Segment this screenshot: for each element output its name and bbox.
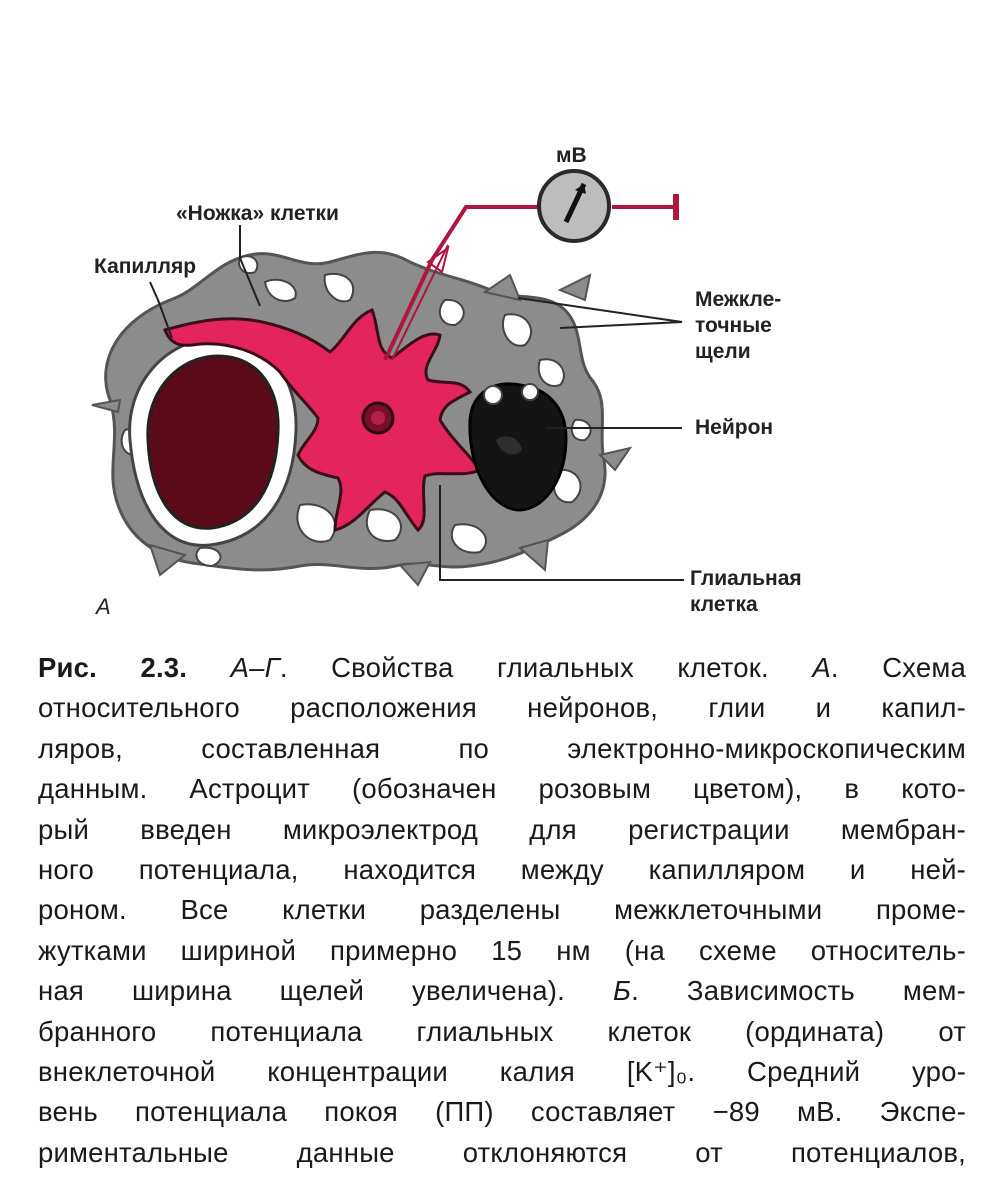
caption-line-6: ного потенциала, находится между капилля…: [38, 853, 966, 885]
clefts-label-line1: Межкле-: [695, 288, 781, 311]
caption-line-5: рый введен микроэлектрод для регистрации…: [38, 813, 966, 845]
microelectrode: [383, 194, 679, 361]
caption-line-12: вень потенциала покоя (ПП) составляет −8…: [38, 1096, 966, 1128]
panel-ref-a: А: [812, 652, 831, 683]
caption-line-11: внеклеточной концентрации калия [K⁺]₀. С…: [38, 1052, 966, 1092]
clefts-label-line3: щели: [695, 340, 751, 363]
caption-line-2: относительного расположения нейронов, гл…: [38, 692, 966, 724]
caption-text: . Зависимость мем-: [631, 975, 966, 1007]
figure-number: Рис. 2.3.: [38, 652, 231, 683]
caption-line-4: данным. Астроцит (обозначен розовым цвет…: [38, 773, 966, 805]
astrocyte: [163, 308, 483, 533]
neuron: [468, 382, 568, 512]
figure-caption: Рис. 2.3. А–Г. Свойства глиальных клеток…: [38, 648, 966, 1173]
intercellular-clefts: [120, 255, 592, 568]
clefts-label-line2: точные: [695, 314, 772, 337]
glial-label-line1: Глиальная: [690, 567, 802, 590]
caption-line-10: бранного потенциала глиальных клеток (ор…: [38, 1015, 966, 1047]
foot-label: «Ножка» клетки: [176, 202, 339, 225]
voltmeter: [537, 169, 611, 243]
figure-panel-a: мВ «Ножка» клетки Капилляр Межкле- точны…: [91, 144, 802, 619]
caption-text: ная ширина щелей увеличена).: [38, 975, 613, 1007]
caption-text: . Средний уро-: [687, 1055, 966, 1087]
caption-line-1: Рис. 2.3. А–Г. Свойства глиальных клеток…: [38, 648, 966, 688]
caption-line-13: риментальные данные отклоняются от потен…: [38, 1136, 966, 1168]
panel-range: А–Г: [230, 652, 280, 683]
caption-text: . Свойства глиальных клеток.: [279, 652, 813, 683]
neuron-label: Нейрон: [695, 416, 773, 439]
panel-letter: А: [94, 594, 111, 619]
leader-lines: [149, 225, 684, 581]
caption-line-7: роном. Все клетки разделены межклеточным…: [38, 894, 966, 926]
capillary: [128, 336, 298, 547]
potassium-concentration: [K⁺]₀: [626, 1055, 688, 1087]
caption-text: внеклеточной концентрации калия: [38, 1055, 627, 1087]
caption-text: . Схема: [830, 652, 967, 683]
caption-line-9: ная ширина щелей увеличена). Б. Зависимо…: [38, 971, 966, 1011]
glial-label-line2: клетка: [690, 593, 758, 616]
caption-line-3: ляров, составленная по электронно-микрос…: [38, 732, 966, 764]
capillary-label: Капилляр: [94, 255, 196, 278]
panel-ref-b: Б: [612, 975, 632, 1007]
voltmeter-unit-label: мВ: [556, 144, 587, 167]
caption-line-8: жутками шириной примерно 15 нм (на схеме…: [38, 934, 966, 966]
